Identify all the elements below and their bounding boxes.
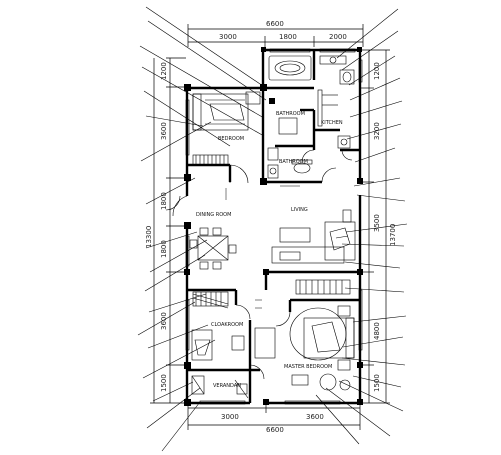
label-cloakroom: CLOAKROOM [211, 322, 243, 328]
label-master-bedroom: MASTER BEDROOM [284, 364, 332, 370]
room-labels: BATHROOM BEDROOM KITCHEN BATHROOM LIVING… [196, 111, 343, 389]
dim-top-left: 3000 [219, 33, 237, 41]
dim-left-1: 1200 [160, 62, 168, 80]
cloakroom-wardrobe [191, 291, 276, 361]
left-dimensions: 1200 3600 1800 1800 3600 1500 13300 [145, 57, 186, 404]
dim-bottom-total: 6600 [266, 426, 284, 434]
bottom-dimensions: 3000 3600 6600 [187, 403, 361, 434]
label-kitchen: KITCHEN [321, 120, 343, 126]
bedroom-furniture [192, 91, 261, 166]
columns [184, 47, 363, 406]
doors [165, 149, 353, 380]
label-bedroom: BEDROOM [218, 136, 244, 142]
dim-left-total: 13300 [145, 226, 153, 248]
dim-top-right: 2000 [329, 33, 347, 41]
dim-right-1: 1200 [373, 62, 381, 80]
dim-left-2: 3600 [160, 122, 168, 140]
dim-left-4: 1800 [160, 240, 168, 258]
living-furniture [271, 209, 356, 264]
dim-left-3: 1800 [160, 192, 168, 210]
walls [185, 48, 362, 405]
partition-hatching [225, 185, 300, 309]
label-dining-room: DINING ROOM [196, 212, 231, 218]
right-dimensions: 1200 3200 3500 13700 4800 1500 [360, 49, 397, 404]
veranda-details [191, 375, 249, 399]
dim-right-5: 1500 [373, 374, 381, 392]
label-veranda: VERANDAN [213, 383, 241, 389]
dining-set [189, 227, 237, 270]
dim-bottom-right: 3600 [306, 413, 324, 421]
dim-top-total: 6600 [266, 20, 284, 28]
dim-left-5: 3600 [160, 312, 168, 330]
label-bathroom-top: BATHROOM [276, 111, 305, 117]
dim-right-3: 3500 [373, 214, 381, 232]
label-living: LIVING [291, 207, 308, 213]
dim-bottom-left: 3000 [221, 413, 239, 421]
dim-left-6: 1500 [160, 374, 168, 392]
dim-right-4: 4800 [373, 322, 381, 340]
dim-right-total: 13700 [389, 224, 397, 246]
master-bedroom-furniture [289, 279, 355, 391]
lower-bathroom-fixtures [267, 117, 351, 179]
dim-top-mid: 1800 [279, 33, 297, 41]
windows [185, 48, 363, 405]
top-dimensions: 6600 3000 1800 2000 [187, 20, 364, 47]
label-bathroom: BATHROOM [279, 159, 308, 165]
top-bathroom-fixtures [268, 55, 355, 127]
dim-right-2: 3200 [373, 122, 381, 140]
